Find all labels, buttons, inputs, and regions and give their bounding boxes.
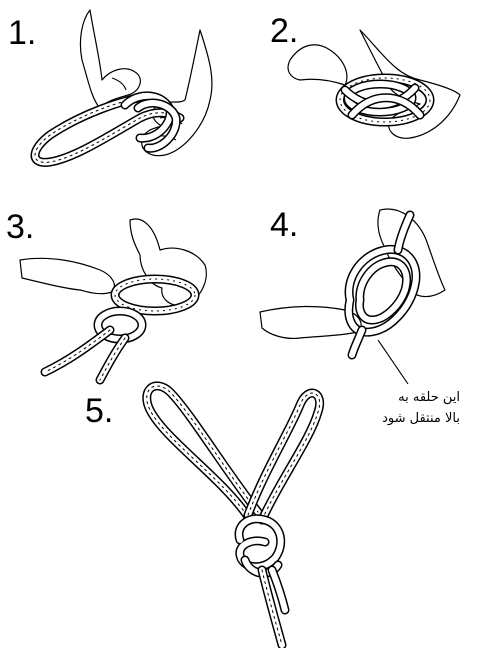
step-3-illustration: [20, 219, 206, 380]
step-2-illustration: [288, 30, 460, 138]
step-1-illustration: [35, 10, 212, 162]
step-5-illustration: [147, 386, 320, 645]
step-4-illustration: [260, 209, 445, 384]
